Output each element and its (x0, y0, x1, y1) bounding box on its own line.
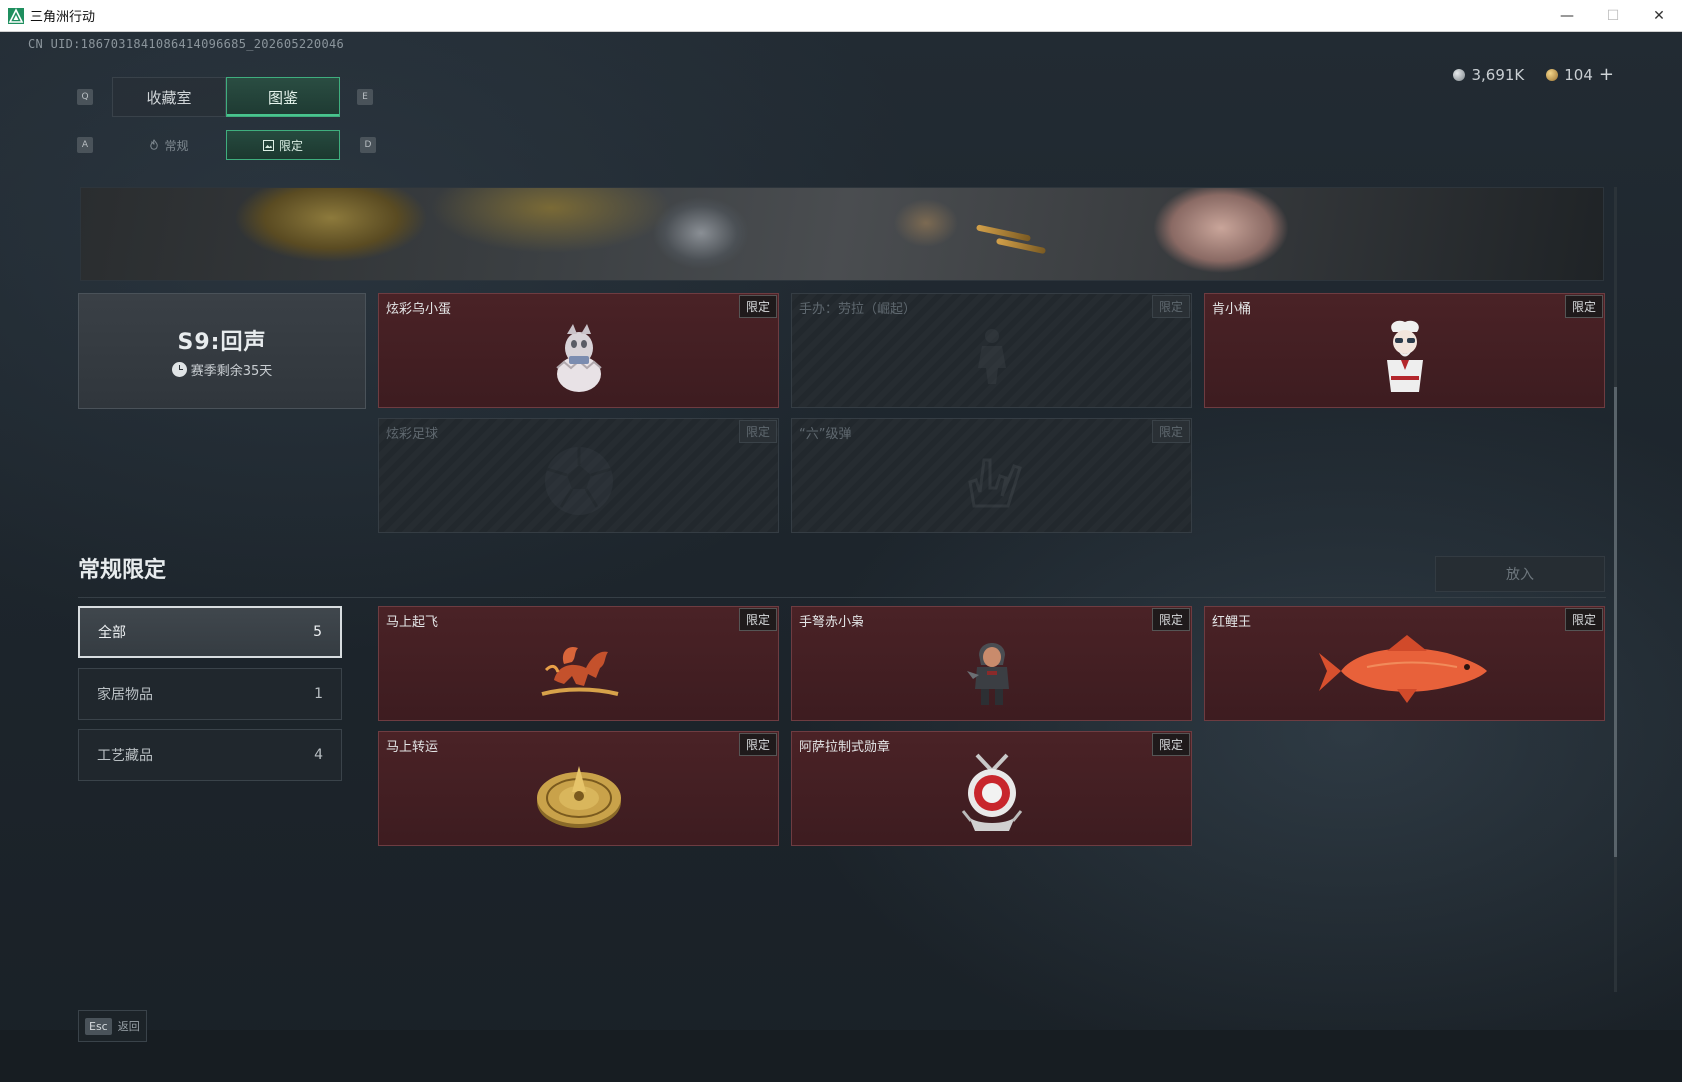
filter-label: 工艺藏品 (97, 748, 153, 764)
app-logo-icon (8, 7, 24, 24)
item-name: 炫彩乌小蛋 (386, 302, 452, 317)
subtab-regular-label: 常规 (164, 138, 189, 153)
item-name: “六”级弹 (799, 427, 852, 442)
filter-count: 1 (314, 686, 323, 702)
item-name: 马上转运 (386, 740, 439, 755)
limited-tag: 限定 (738, 608, 777, 631)
filter-label: 全部 (98, 625, 126, 641)
season-remaining: 赛季剩余35天 (171, 360, 273, 379)
window-title: 三角洲行动 (30, 10, 96, 25)
season-item-card[interactable]: “六”级弹 限定 (791, 418, 1192, 533)
back-button[interactable]: Esc 返回 (78, 1010, 147, 1042)
section-divider (78, 597, 1606, 598)
medal-icon (961, 753, 1022, 832)
back-label: 返回 (117, 1020, 140, 1033)
filter-label: 家居物品 (97, 687, 153, 703)
maximize-button[interactable]: ☐ (1606, 8, 1620, 24)
tab-catalog[interactable]: 图鉴 (226, 77, 340, 117)
limited-tag: 限定 (1151, 295, 1190, 318)
gold-currency: 104 + (1546, 64, 1614, 85)
regular-item-card[interactable]: 阿萨拉制式勋章 限定 (791, 731, 1192, 846)
season-item-card[interactable]: 肯小桶 限定 (1204, 293, 1605, 408)
limited-tag: 限定 (1151, 608, 1190, 631)
red-carp-icon (1318, 635, 1487, 704)
season-item-card[interactable]: 手办：劳拉（崛起） 限定 (791, 293, 1192, 408)
filter-craft-items[interactable]: 工艺藏品 4 (78, 729, 342, 781)
subtab-limited-label: 限定 (278, 138, 303, 153)
hand-sign-icon (967, 458, 1022, 508)
season-banner-image (80, 187, 1604, 281)
limited-tag: 限定 (738, 295, 777, 318)
limited-tag: 限定 (1151, 733, 1190, 756)
limited-tag: 限定 (1564, 608, 1603, 631)
place-button[interactable]: 放入 (1435, 556, 1605, 592)
flying-horse-icon (540, 647, 618, 697)
item-name: 红鲤王 (1212, 615, 1252, 630)
egg-figure-icon (555, 324, 602, 393)
flame-icon (150, 139, 159, 150)
keyhint-prev-tab: Q (77, 89, 93, 105)
item-name: 手弩赤小枭 (799, 615, 865, 630)
game-viewport: CN UID:1867031841086414096685_2026052200… (0, 32, 1682, 1082)
section-title: 常规限定 (78, 558, 167, 583)
item-name: 炫彩足球 (386, 427, 439, 442)
bullet-decoration (995, 237, 1047, 255)
image-icon (262, 139, 274, 151)
limited-tag: 限定 (1151, 420, 1190, 443)
item-name: 手办：劳拉（崛起） (799, 302, 917, 317)
silver-coin-icon (1453, 68, 1466, 81)
bottom-bar (0, 1030, 1682, 1082)
gold-coin-icon (1546, 68, 1559, 81)
player-uid: CN UID:1867031841086414096685_2026052200… (28, 37, 345, 51)
filter-home-items[interactable]: 家居物品 1 (78, 668, 342, 720)
regular-item-card[interactable]: 马上起飞 限定 (378, 606, 779, 721)
limited-tag: 限定 (1564, 295, 1603, 318)
scrollbar[interactable] (1614, 187, 1617, 992)
filter-count: 5 (313, 624, 322, 640)
silver-amount: 3,691K (1471, 65, 1525, 84)
filter-count: 4 (314, 747, 323, 763)
football-icon (544, 447, 613, 516)
limited-tag: 限定 (738, 733, 777, 756)
close-button[interactable]: ✕ (1653, 8, 1665, 24)
item-name: 阿萨拉制式勋章 (799, 740, 891, 755)
regular-item-card[interactable]: 手弩赤小枭 限定 (791, 606, 1192, 721)
golden-compass-icon (536, 766, 621, 829)
window-titlebar: 三角洲行动 — ☐ ✕ (0, 0, 1682, 32)
keyhint-next-sub: D (360, 137, 376, 153)
hooded-figure-icon (966, 643, 1009, 706)
clock-icon (171, 361, 187, 377)
minimize-button[interactable]: — (1560, 8, 1574, 24)
sub-tabs: 常规 限定 (112, 130, 340, 160)
silver-currency: 3,691K (1453, 66, 1524, 84)
item-name: 马上起飞 (386, 615, 439, 630)
currency-bar: 3,691K 104 + (1453, 64, 1614, 85)
keyhint-prev-sub: A (77, 137, 93, 153)
regular-item-card[interactable]: 马上转运 限定 (378, 731, 779, 846)
keyhint-next-tab: E (357, 89, 373, 105)
item-name: 肯小桶 (1212, 302, 1252, 317)
regular-item-card[interactable]: 红鲤王 限定 (1204, 606, 1605, 721)
main-tabs: 收藏室 图鉴 (112, 77, 340, 117)
esc-key: Esc (85, 1017, 112, 1035)
subtab-limited[interactable]: 限定 (226, 130, 340, 160)
season-item-card[interactable]: 炫彩足球 限定 (378, 418, 779, 533)
filter-all[interactable]: 全部 5 (78, 606, 342, 658)
season-title: S9:回声 (177, 329, 267, 355)
tab-collection-room[interactable]: 收藏室 (112, 77, 226, 117)
season-item-card[interactable]: 炫彩乌小蛋 限定 (378, 293, 779, 408)
season-card: S9:回声 赛季剩余35天 (78, 293, 366, 409)
season-remaining-text: 赛季剩余35天 (190, 363, 273, 379)
subtab-regular[interactable]: 常规 (112, 130, 226, 160)
figurine-icon (977, 329, 1006, 385)
scroll-thumb[interactable] (1614, 387, 1617, 857)
chef-figure-icon (1386, 320, 1423, 393)
gold-amount: 104 (1564, 65, 1593, 84)
add-currency-button[interactable]: + (1598, 64, 1614, 85)
limited-tag: 限定 (738, 420, 777, 443)
